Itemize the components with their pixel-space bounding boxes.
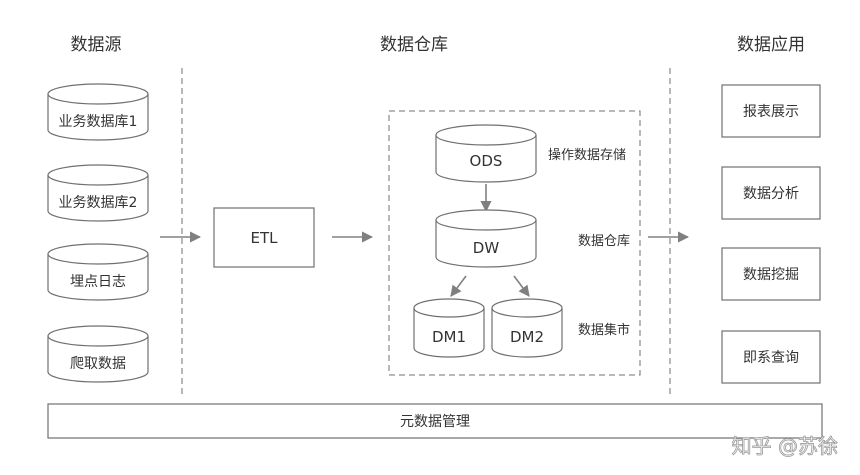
metadata-management-label: 元数据管理	[400, 414, 470, 430]
dm1-store: DM1	[413, 298, 485, 358]
app-analysis: 数据分析	[721, 166, 821, 220]
app-mining-label: 数据挖掘	[743, 267, 799, 283]
arrow-dw-to-dm1	[450, 275, 467, 297]
dm1-label: DM1	[432, 328, 466, 346]
ods-caption: 操作数据存储	[548, 147, 626, 163]
app-reporting: 报表展示	[721, 84, 821, 138]
source-database-2-label: 业务数据库2	[59, 195, 138, 211]
dw-label: DW	[473, 239, 500, 257]
dm-caption: 数据集市	[578, 322, 630, 338]
dm2-store: DM2	[491, 298, 563, 358]
app-reporting-label: 报表展示	[743, 104, 799, 120]
ods-label: ODS	[470, 152, 503, 170]
source-tracking-logs: 埋点日志	[47, 243, 149, 301]
metadata-management-bar: 元数据管理	[47, 403, 823, 439]
app-analysis-label: 数据分析	[743, 186, 799, 202]
ods-store: ODS	[435, 124, 537, 183]
warehouse-container	[388, 110, 641, 376]
arrow-dw-to-dm2	[513, 275, 530, 297]
app-adhoc-query: 即系查询	[721, 330, 821, 384]
source-tracking-logs-label: 埋点日志	[70, 274, 126, 290]
watermark: 知乎 @苏徐	[732, 434, 838, 458]
dw-caption: 数据仓库	[578, 233, 630, 249]
dm2-label: DM2	[510, 328, 544, 346]
source-crawled-data: 爬取数据	[47, 325, 149, 383]
dw-store: DW	[435, 209, 537, 268]
sources-column-title: 数据源	[71, 35, 122, 55]
source-database-2: 业务数据库2	[47, 164, 149, 222]
source-database-1-label: 业务数据库1	[59, 114, 138, 130]
app-adhoc-query-label: 即系查询	[743, 350, 799, 366]
applications-column-title: 数据应用	[737, 35, 805, 55]
app-mining: 数据挖掘	[721, 247, 821, 301]
etl-label: ETL	[251, 229, 279, 247]
etl-box: ETL	[213, 207, 315, 268]
source-crawled-data-label: 爬取数据	[70, 356, 126, 372]
source-database-1: 业务数据库1	[47, 83, 149, 141]
warehouse-column-title: 数据仓库	[380, 35, 448, 55]
